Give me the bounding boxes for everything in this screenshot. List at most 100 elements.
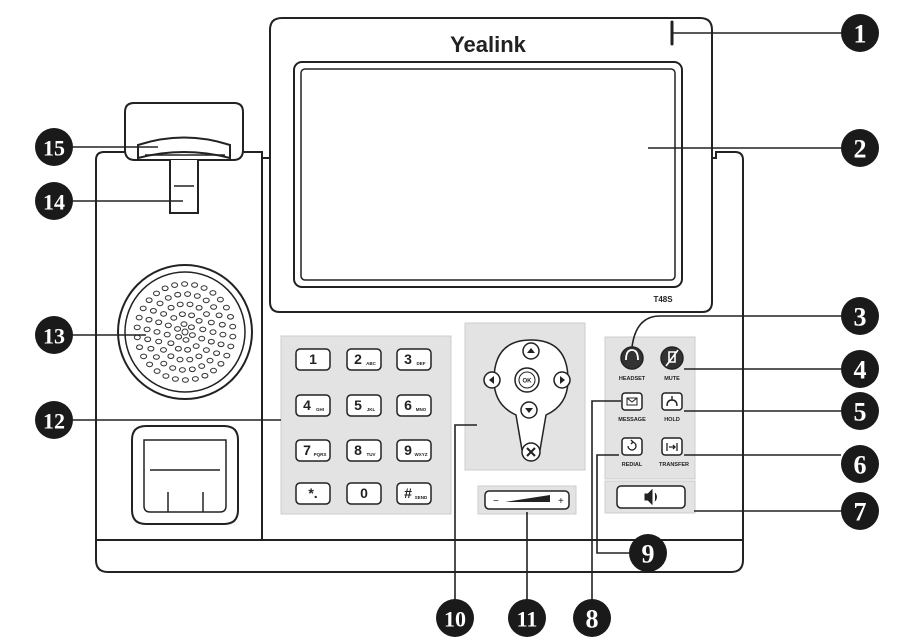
speaker-hole <box>171 376 179 382</box>
speaker-hole <box>215 312 223 319</box>
dialpad-key-letters: DEF <box>417 361 426 366</box>
callout-7: 7 <box>841 492 879 530</box>
speaker-hole <box>188 366 196 373</box>
speaker-hole <box>181 281 189 287</box>
speaker-hole <box>161 285 169 292</box>
speaker-hole <box>167 340 175 347</box>
speaker-hole <box>167 304 175 311</box>
dialpad-key-digit: 3 <box>404 351 412 367</box>
callout-10: 10 <box>436 599 474 637</box>
touch-screen[interactable] <box>293 61 683 288</box>
callouts: 1 2 3 4 5 6 7 8 9 10 11 12 13 14 15 <box>35 14 879 637</box>
speaker-hole <box>210 304 218 310</box>
svg-text:HOLD: HOLD <box>664 417 680 423</box>
speaker-hole <box>176 356 184 363</box>
speaker-hole <box>178 367 186 373</box>
microphone-off-icon <box>665 349 679 367</box>
dialpad-key-digit: 9 <box>404 442 412 458</box>
callout-11: 11 <box>508 599 546 637</box>
speaker-hole <box>200 285 208 291</box>
dialpad-key-11[interactable]: 0 <box>346 482 382 505</box>
speaker-hole <box>164 322 172 329</box>
speaker-hole <box>186 356 194 363</box>
mute-key[interactable]: MUTE <box>660 346 684 382</box>
speaker-hole <box>135 314 143 321</box>
nav-right-key[interactable] <box>553 371 571 389</box>
speaker-hole <box>143 326 151 333</box>
svg-text:15: 15 <box>43 136 65 161</box>
speaker-hole <box>139 305 147 312</box>
ok-key[interactable]: OK <box>514 367 540 393</box>
dialpad-key-letters: MNO <box>416 407 427 412</box>
speaker-hole <box>160 311 168 317</box>
callout-2: 2 <box>841 129 879 167</box>
speaker-hole <box>170 315 178 321</box>
svg-text:7: 7 <box>854 498 867 527</box>
speaker-hole <box>174 291 182 298</box>
speaker-hole <box>188 332 196 338</box>
cancel-key[interactable] <box>521 442 541 462</box>
headset-key[interactable]: HEADSET <box>619 346 646 382</box>
dialpad-key-letters: PQRS <box>314 452 327 457</box>
envelope-icon <box>626 397 638 406</box>
svg-text:13: 13 <box>43 324 65 349</box>
speaker-hole <box>223 352 231 359</box>
speaker-hole <box>195 353 203 360</box>
transfer-key[interactable]: TRANSFER <box>659 437 689 468</box>
dialpad-key-12[interactable]: #SEND <box>396 482 432 505</box>
speaker-hole <box>174 345 182 352</box>
dialpad-key-10[interactable]: *. <box>295 482 331 505</box>
speaker-hole <box>156 300 164 307</box>
dialpad-key-1[interactable]: 1 <box>295 348 331 371</box>
speaker-hole <box>153 368 161 374</box>
svg-text:12: 12 <box>43 409 65 434</box>
svg-text:REDIAL: REDIAL <box>622 462 643 468</box>
speaker-hole <box>145 297 153 304</box>
callout-5: 5 <box>841 392 879 430</box>
speaker-hole <box>191 282 199 288</box>
dialpad-key-digit: 2 <box>354 351 362 367</box>
speaker-hole <box>198 363 206 369</box>
speaker-hole <box>171 282 179 288</box>
speaker-hole <box>145 316 153 323</box>
speaker-hole <box>160 360 168 367</box>
dialpad-key-letters: GHI <box>316 407 324 412</box>
svg-text:8: 8 <box>586 605 599 634</box>
callout-4: 4 <box>841 350 879 388</box>
speaker-hole <box>206 357 214 364</box>
message-key[interactable]: MESSAGE <box>618 392 646 423</box>
callout-13: 13 <box>35 316 73 354</box>
nav-down-key[interactable] <box>520 401 538 419</box>
speaker-hole <box>209 290 217 296</box>
speaker-hole <box>187 324 195 331</box>
hold-key[interactable]: HOLD <box>661 392 683 423</box>
volume-key[interactable]: − + <box>477 485 577 515</box>
nav-up-key[interactable] <box>522 342 540 360</box>
dialpad-key-digit: 5 <box>354 397 362 413</box>
speaker-hole <box>201 372 209 379</box>
speaker-hole <box>191 376 199 382</box>
redial-key[interactable]: REDIAL <box>621 437 643 468</box>
handset-cradle <box>131 425 239 525</box>
navigation-keys: OK <box>464 322 586 471</box>
headset-icon <box>625 349 639 361</box>
speakerphone-key[interactable] <box>604 480 696 514</box>
svg-text:11: 11 <box>517 607 538 632</box>
hold-icon <box>666 396 678 407</box>
speaker-hole <box>153 290 160 297</box>
speaker-hole <box>184 347 192 353</box>
speaker-hole <box>169 365 177 371</box>
dialpad-key-letters: ABC <box>366 361 376 366</box>
callout-6: 6 <box>841 445 879 483</box>
nav-left-key[interactable] <box>483 371 501 389</box>
dialpad-key-digit: 7 <box>303 442 311 458</box>
reversible-tab[interactable] <box>137 136 231 160</box>
